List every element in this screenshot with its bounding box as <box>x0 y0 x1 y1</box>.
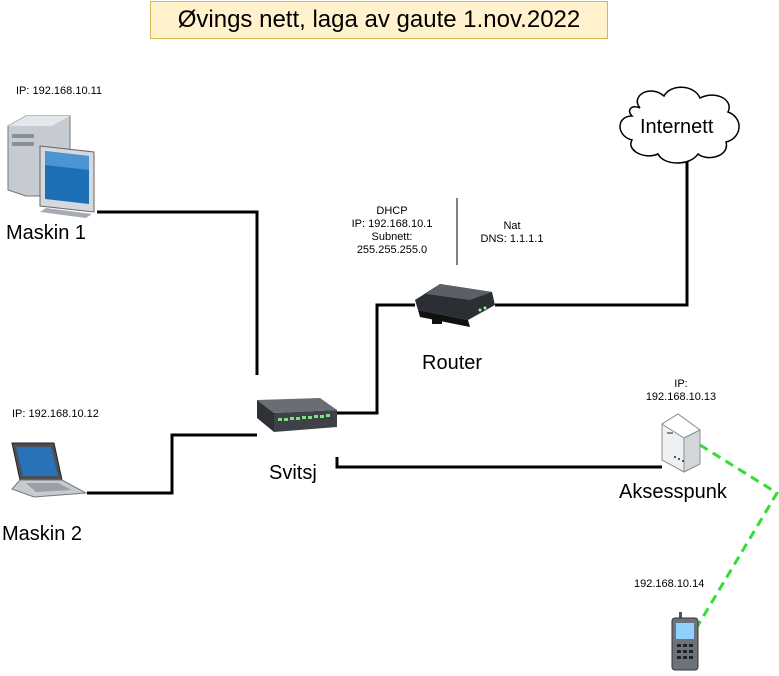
maskin1-label: Maskin 1 <box>6 222 87 244</box>
laptop-icon <box>11 442 88 498</box>
connections <box>87 158 689 495</box>
access-point-icon <box>661 413 701 473</box>
router-left-info: DHCP IP: 192.168.10.1 Subnett: 255.255.2… <box>340 205 444 257</box>
router-label: Router <box>422 352 483 374</box>
link-maskin2-switch <box>87 433 257 495</box>
link-router-internet <box>495 158 689 307</box>
access-point-ip-line: IP: <box>674 378 688 390</box>
diagram-title: Øvings nett, laga av gaute 1.nov.2022 <box>150 1 608 39</box>
maskin1-ip: IP: 192.168.10.11 <box>16 85 103 97</box>
router-info-line: DNS: 1.1.1.1 <box>480 233 544 245</box>
link-maskin1-switch <box>97 210 259 375</box>
internet-label: Internett <box>640 116 714 138</box>
router-info-line: IP: 192.168.10.1 <box>351 218 433 230</box>
link-switch-router <box>337 303 415 415</box>
router-right-info: Nat DNS: 1.1.1.1 <box>470 220 554 246</box>
mobile-phone-icon <box>671 612 699 671</box>
router-info-line: 255.255.255.0 <box>356 244 428 256</box>
link-switch-accesspoint <box>335 457 662 469</box>
wireless-link <box>695 443 779 628</box>
internet-cloud-icon <box>619 86 740 164</box>
network-switch-icon <box>257 398 337 432</box>
router-info-line: Subnett: <box>371 231 413 243</box>
access-point-ip: IP: 192.168.10.13 <box>632 378 730 404</box>
maskin2-label: Maskin 2 <box>2 523 83 545</box>
router-icon <box>415 284 495 327</box>
router-info-line: Nat <box>503 220 521 232</box>
maskin2-ip: IP: 192.168.10.12 <box>12 408 99 420</box>
desktop-computer-icon <box>7 115 95 218</box>
phone-ip: 192.168.10.14 <box>634 578 705 590</box>
switch-label: Svitsj <box>269 462 317 484</box>
router-info-line: DHCP <box>376 205 408 217</box>
access-point-ip-line: 192.168.10.13 <box>645 391 717 403</box>
access-point-label: Aksesspunk <box>619 481 727 503</box>
